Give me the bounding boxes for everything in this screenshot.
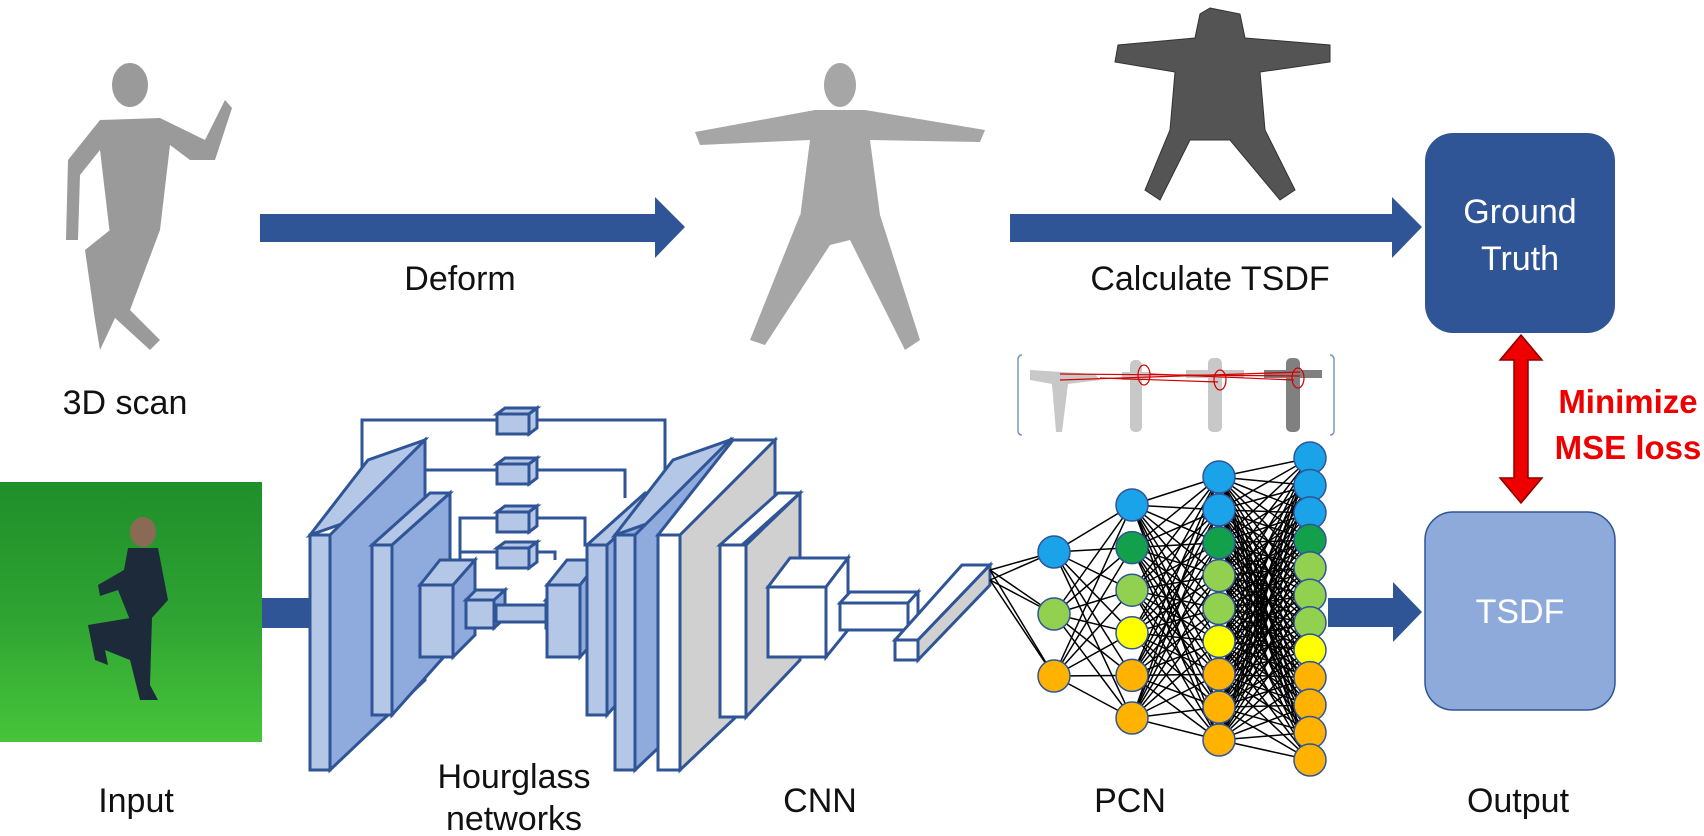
pcn-node-orange bbox=[1115, 701, 1149, 735]
pcn-edge bbox=[1218, 457, 1311, 708]
pcn-node-orange bbox=[1202, 723, 1236, 757]
pcn-edge bbox=[1131, 574, 1220, 634]
pcn-edge bbox=[1218, 539, 1311, 642]
pcn-edge bbox=[1131, 542, 1220, 634]
loss-line2: MSE loss bbox=[1555, 429, 1702, 466]
pcn-node-green bbox=[1202, 558, 1236, 593]
pcn-node-yellow bbox=[1115, 616, 1149, 650]
pcn-edge bbox=[989, 579, 1055, 677]
pcn-reference-panel bbox=[1017, 354, 1335, 436]
pcn-edge bbox=[1218, 485, 1311, 741]
pcn-edge bbox=[1131, 476, 1220, 549]
pcn-edge bbox=[1218, 567, 1311, 675]
hourglass-label-2: networks bbox=[446, 800, 582, 836]
ground-truth-box bbox=[1425, 133, 1615, 333]
pcn-edge bbox=[1053, 551, 1133, 676]
pcn-network bbox=[1037, 441, 1327, 777]
pcn-edge bbox=[1053, 547, 1133, 677]
pcn-node-blue bbox=[1202, 460, 1236, 494]
pcn-edges bbox=[989, 457, 1311, 761]
output-arrow bbox=[1328, 582, 1422, 642]
pcn-edge bbox=[989, 569, 1055, 677]
tsdf-mesh-figure bbox=[1114, 7, 1331, 201]
pcn-node-orange bbox=[1115, 658, 1149, 693]
pcn-edge bbox=[1053, 551, 1133, 719]
pcn-edge bbox=[1131, 575, 1220, 676]
ground-truth-line2: Truth bbox=[1481, 240, 1559, 278]
output-tsdf-label: TSDF bbox=[1476, 593, 1565, 631]
scan-figure bbox=[66, 63, 232, 350]
ground-truth-line1: Ground bbox=[1463, 193, 1576, 231]
pcn-edge bbox=[1131, 674, 1220, 741]
scan-label: 3D scan bbox=[63, 384, 188, 422]
pcn-node-blue bbox=[1202, 493, 1236, 527]
pcn-edge bbox=[1218, 649, 1311, 741]
pcn-edge bbox=[1131, 542, 1220, 676]
output-label: Output bbox=[1467, 782, 1570, 820]
pcn-edge bbox=[1218, 622, 1311, 741]
loss-line1: Minimize bbox=[1558, 383, 1697, 420]
pcn-node-green bbox=[1115, 573, 1149, 607]
pcn-node-dkgreen bbox=[1202, 526, 1236, 560]
pcn-node-orange bbox=[1202, 657, 1236, 691]
pcn-edge bbox=[1131, 632, 1220, 708]
pcn-edge bbox=[1218, 594, 1311, 708]
pcn-edge bbox=[1218, 594, 1311, 675]
pcn-edge bbox=[1131, 509, 1220, 634]
input-person bbox=[88, 517, 168, 700]
calculate-tsdf-label: Calculate TSDF bbox=[1090, 260, 1329, 298]
pcn-edge bbox=[1131, 632, 1220, 741]
pcn-edge bbox=[1218, 457, 1311, 544]
mse-double-arrow bbox=[1498, 333, 1544, 505]
cnn-label: CNN bbox=[783, 782, 857, 820]
pcn-node-orange bbox=[1202, 690, 1236, 724]
pcn-edge bbox=[1131, 607, 1220, 676]
pcn-node-green bbox=[1037, 597, 1071, 631]
cnn-network bbox=[654, 436, 994, 774]
output-tsdf-box bbox=[1424, 511, 1616, 711]
pcn-edge bbox=[1218, 594, 1311, 643]
pcn-edge bbox=[1131, 509, 1220, 591]
pcn-edge bbox=[1218, 457, 1311, 741]
input-label: Input bbox=[98, 782, 174, 820]
pcn-node-blue bbox=[1037, 535, 1071, 569]
pcn-node-dkgreen bbox=[1115, 530, 1149, 565]
pcn-edge bbox=[1131, 547, 1220, 675]
pcn-edge bbox=[1053, 551, 1133, 634]
pcn-node-green bbox=[1202, 591, 1236, 626]
pcn-edge bbox=[1218, 677, 1311, 741]
input-connector bbox=[262, 598, 310, 628]
pcn-node-orange bbox=[1037, 659, 1071, 693]
pcn-edge bbox=[1218, 457, 1311, 577]
pcn-edge bbox=[1053, 504, 1133, 677]
pcn-edge bbox=[1053, 504, 1133, 615]
deformed-figure bbox=[695, 63, 985, 350]
pcn-edge bbox=[1218, 457, 1311, 511]
pcn-edge bbox=[1053, 613, 1133, 719]
deform-arrow bbox=[260, 197, 685, 258]
pcn-edge bbox=[1131, 476, 1220, 591]
pcn-node-yellow bbox=[1202, 624, 1236, 659]
pcn-edge bbox=[1218, 567, 1311, 642]
pcn-node-orange bbox=[1293, 743, 1327, 777]
pcn-edge bbox=[1131, 640, 1220, 719]
calculate-tsdf-arrow bbox=[1010, 197, 1422, 258]
pcn-edge bbox=[1131, 589, 1220, 708]
pcn-edge bbox=[1131, 608, 1220, 719]
pcn-edge bbox=[1218, 476, 1311, 596]
pcn-edge bbox=[1053, 589, 1133, 677]
pcn-node-blue bbox=[1115, 488, 1149, 522]
pcn-edge bbox=[1131, 575, 1220, 719]
deform-label: Deform bbox=[404, 260, 515, 298]
pcn-edge bbox=[1053, 547, 1133, 615]
pcn-edge bbox=[1131, 589, 1220, 675]
pcn-label: PCN bbox=[1094, 782, 1166, 820]
pcn-edge bbox=[1131, 504, 1220, 642]
hourglass-label-1: Hourglass bbox=[437, 758, 590, 796]
